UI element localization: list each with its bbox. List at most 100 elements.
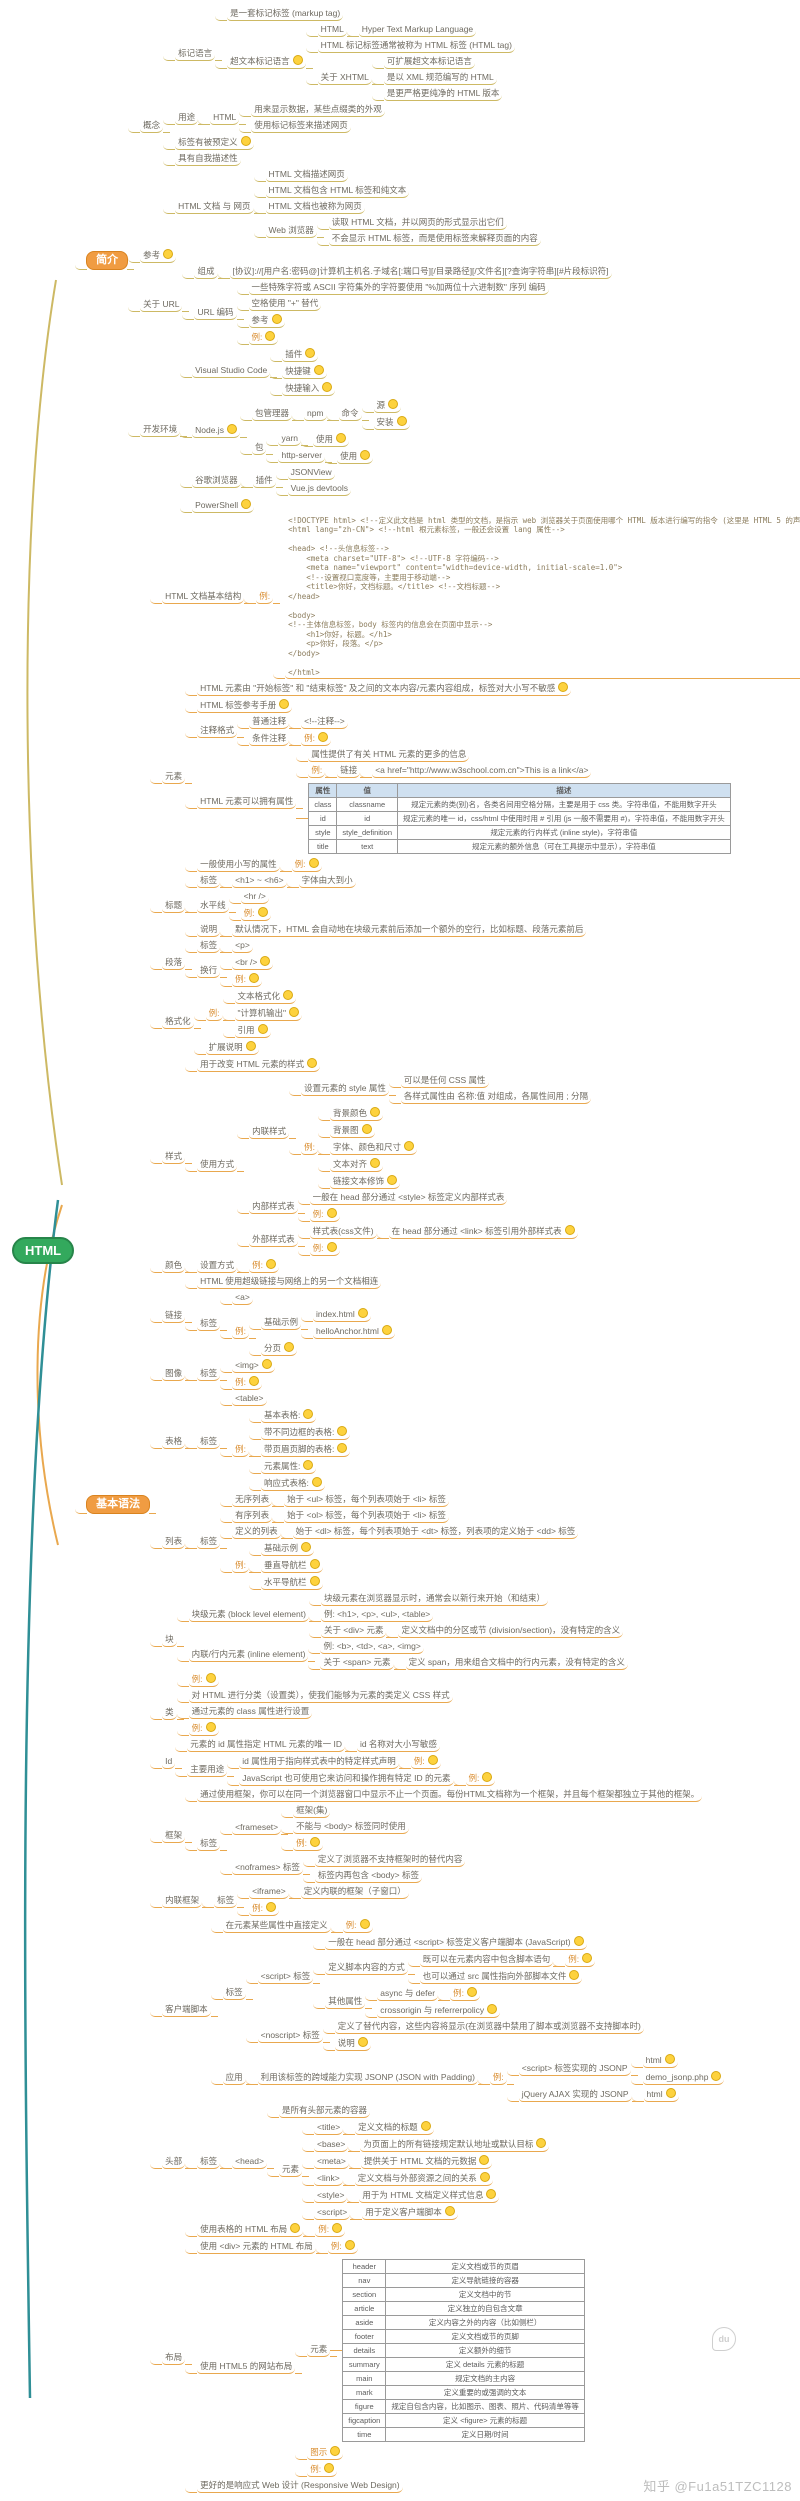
mindmap-node[interactable]: 元素: [266, 2164, 310, 2177]
mindmap-node[interactable]: 例:: [297, 1242, 340, 1256]
mindmap-node[interactable]: html: [630, 2054, 678, 2068]
mindmap-node[interactable]: 标签: [185, 1368, 228, 1381]
mindmap-node[interactable]: 框架: [150, 1830, 193, 1843]
mindmap-node[interactable]: 定义内联的框架（子窗口）: [288, 1886, 409, 1899]
mindmap-node[interactable]: id 属性用于指向样式表中的特定样式声明: [227, 1756, 407, 1769]
mindmap-node[interactable]: 块级元素在浏览器显示时，通常会以新行来开始（和结束）: [308, 1593, 548, 1606]
mindmap-node[interactable]: 一些特殊字符或 ASCII 字符集外的字符要使用 "%加两位十六进制数" 序列 …: [236, 282, 549, 295]
mindmap-node[interactable]: <table>: [220, 1393, 267, 1406]
mindmap-node[interactable]: 类: [150, 1707, 183, 1720]
mindmap-node[interactable]: 例:: [453, 1772, 496, 1786]
mindmap-node[interactable]: 内联框架: [150, 1895, 210, 1908]
mindmap-node[interactable]: HTML: [305, 24, 354, 37]
mindmap-node[interactable]: 例:: [176, 1722, 219, 1736]
mindmap-node[interactable]: 标签有被预定义: [163, 135, 254, 150]
mindmap-node[interactable]: 谷歌浏览器: [180, 475, 248, 488]
mindmap-node[interactable]: 读取 HTML 文档，并以网页的形式显示出它们: [316, 217, 507, 230]
mindmap-node[interactable]: 例:: [220, 1560, 256, 1573]
mindmap-node[interactable]: 例:: [478, 2072, 514, 2085]
mindmap-node[interactable]: 例:: [296, 765, 333, 778]
mindmap-node[interactable]: <link>: [302, 2173, 350, 2186]
mindmap-node[interactable]: 使用表格的 HTML 布局: [185, 2223, 311, 2237]
mindmap-node[interactable]: 布局: [150, 2352, 193, 2365]
mindmap-node[interactable]: 可以是任何 CSS 属性: [388, 1075, 489, 1088]
mindmap-node[interactable]: 元素的 id 属性指定 HTML 元素的唯一 ID: [175, 1739, 352, 1752]
mindmap-node[interactable]: 标签内再包含 <body> 标签: [302, 1870, 422, 1883]
mindmap-node[interactable]: 关于 <div> 元素: [309, 1625, 393, 1638]
mindmap-node[interactable]: HTML 使用超级链接与网络上的另一个文档相连: [185, 1276, 382, 1289]
mindmap-node[interactable]: HTML 文档也被称为网页: [253, 201, 365, 214]
mindmap-node[interactable]: 空格使用 "+" 替代: [236, 298, 322, 311]
mindmap-node[interactable]: 响应式表格:: [249, 1477, 325, 1491]
mindmap-node[interactable]: 关于 XHTML: [305, 72, 380, 85]
mindmap-node[interactable]: 表格: [150, 1436, 193, 1449]
mindmap-node[interactable]: index.html: [301, 1308, 371, 1322]
mindmap-node[interactable]: 标记语言: [163, 48, 223, 61]
mindmap-node[interactable]: 带不同边框的表格:: [248, 1426, 351, 1440]
mindmap-node[interactable]: <meta>: [302, 2156, 356, 2169]
mindmap-node[interactable]: 字体、颜色和尺寸: [318, 1141, 418, 1155]
mindmap-node[interactable]: 例:: [295, 2463, 338, 2477]
mindmap-node[interactable]: 图像: [150, 1368, 193, 1381]
mindmap-node[interactable]: 基本表格:: [248, 1409, 317, 1423]
mindmap-node[interactable]: 定义了替代内容，这些内容将显示(在浏览器中禁用了脚本或浏览器不支持脚本时): [322, 2021, 644, 2034]
mindmap-node[interactable]: 不能与 <body> 标签同时使用: [281, 1821, 409, 1834]
mindmap-node[interactable]: 例:: [297, 1208, 340, 1222]
mindmap-node[interactable]: 设置元素的 style 属性: [289, 1083, 396, 1096]
mindmap-node[interactable]: 快捷输入: [270, 381, 336, 396]
mindmap-node[interactable]: 头部: [150, 2156, 193, 2169]
mindmap-node[interactable]: 定义的列表: [220, 1526, 288, 1539]
mindmap-node[interactable]: HTML 元素可以拥有属性: [185, 796, 304, 809]
mindmap-node[interactable]: 样式表(css文件): [297, 1226, 384, 1239]
mindmap-node[interactable]: 关于 URL: [128, 299, 190, 312]
mindmap-node[interactable]: 用来显示数据，某些点缀类的外观: [239, 104, 385, 117]
mindmap-node[interactable]: 例:: [220, 1376, 263, 1390]
mindmap-node[interactable]: 更好的是响应式 Web 设计 (Responsive Web Design): [185, 2480, 403, 2493]
mindmap-node[interactable]: 例:: [220, 1326, 256, 1339]
mindmap-node[interactable]: 既可以在元素内容中包含脚本语句: [407, 1954, 560, 1967]
mindmap-node[interactable]: 颜色: [150, 1260, 193, 1273]
mindmap-node[interactable]: <style>: [301, 2190, 355, 2203]
mindmap-node[interactable]: JavaScript 也可使用它来访问和操作拥有特定 ID 的元素: [227, 1773, 461, 1786]
mindmap-node[interactable]: Node.js: [180, 424, 247, 438]
mindmap-node[interactable]: 设置方式: [185, 1260, 245, 1273]
mindmap-node[interactable]: 元素: [295, 2344, 338, 2357]
mindmap-node[interactable]: 水平导航栏: [249, 1576, 323, 1590]
mindmap-node[interactable]: 链接: [150, 1310, 193, 1323]
mindmap-node[interactable]: "计算机输出": [222, 1007, 303, 1021]
mindmap-node[interactable]: 包: [240, 442, 273, 455]
mindmap-node[interactable]: <head>: [220, 2156, 274, 2169]
mindmap-node[interactable]: 超文本标记语言: [215, 55, 313, 69]
mindmap-node[interactable]: 在元素某些属性中直接定义: [210, 1920, 338, 1933]
mindmap-node[interactable]: 字体由大到小: [286, 875, 356, 888]
mindmap-node[interactable]: Vue.js devtools: [275, 483, 351, 496]
mindmap-node[interactable]: 标签: [185, 2156, 228, 2169]
mindmap-node[interactable]: HTML: [198, 112, 247, 125]
mindmap-node[interactable]: 条件注释: [237, 733, 297, 746]
mindmap-node[interactable]: async 与 defer: [365, 1988, 445, 2001]
mindmap-node[interactable]: 例:: [303, 2223, 346, 2237]
mindmap-node[interactable]: 定义 span，用来组合文档中的行内元素，没有特定的含义: [393, 1657, 628, 1670]
mindmap-node[interactable]: 包管理器: [239, 408, 299, 421]
mindmap-node[interactable]: 提供关于 HTML 文档的元数据: [348, 2155, 493, 2169]
mindmap-node[interactable]: 基础示例: [249, 1542, 315, 1556]
mindmap-node[interactable]: 标签: [185, 1436, 228, 1449]
mindmap-node[interactable]: <a>: [220, 1292, 253, 1305]
mindmap-node[interactable]: <!--注释-->: [289, 716, 348, 729]
mindmap-node[interactable]: JSONView: [275, 467, 335, 480]
mindmap-node[interactable]: 例:: [289, 1142, 325, 1155]
mindmap-node[interactable]: 例:: [289, 732, 332, 746]
mindmap-node[interactable]: <title>: [301, 2122, 351, 2135]
mindmap-node[interactable]: 可扩展超文本标记语言: [371, 56, 475, 69]
mindmap-node[interactable]: 一般使用小写的属性: [185, 859, 287, 872]
mindmap-node[interactable]: 段落: [150, 957, 193, 970]
mindmap-node[interactable]: 例:: [220, 1444, 256, 1457]
mindmap-node[interactable]: 水平线: [185, 900, 236, 913]
mindmap-node[interactable]: 链接: [325, 765, 368, 778]
mindmap-node[interactable]: 定义了浏览器不支持框架时的替代内容: [302, 1854, 466, 1867]
mindmap-node[interactable]: 不会显示 HTML 标签，而是使用标签来解释页面的内容: [316, 233, 541, 246]
mindmap-node[interactable]: Web 浏览器: [253, 225, 324, 238]
mindmap-node[interactable]: HTML 文档基本结构: [150, 591, 252, 604]
mindmap-node[interactable]: 内联/行内元素 (inline element): [176, 1649, 316, 1662]
mindmap-node[interactable]: 使用 <div> 元素的 HTML 布局: [185, 2241, 323, 2254]
